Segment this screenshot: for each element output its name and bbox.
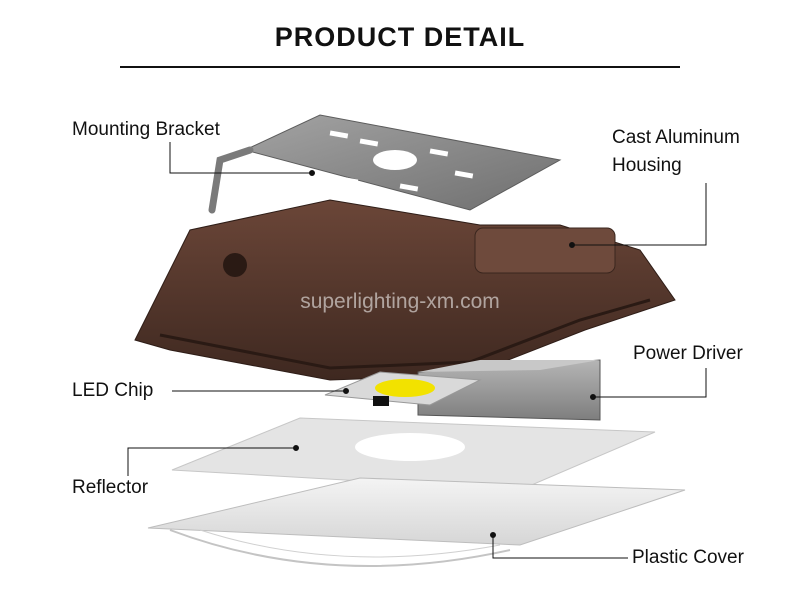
mounting-bracket-part	[208, 114, 562, 214]
leader-line-housing	[572, 183, 707, 246]
leader-dot-led-chip	[343, 388, 349, 394]
leader-dot-housing	[569, 242, 575, 248]
housing-part	[134, 199, 676, 381]
leader-dot-reflector	[293, 445, 299, 451]
leader-line-mounting-bracket	[169, 142, 312, 174]
label-power-driver: Power Driver	[633, 343, 743, 364]
reflector-part	[171, 417, 656, 491]
leader-dot-power-driver	[590, 394, 596, 400]
led-chip-part	[324, 371, 482, 406]
label-housing-line1: Cast Aluminum	[612, 127, 740, 148]
leader-dot-mounting-bracket	[309, 170, 315, 176]
label-plastic-cover: Plastic Cover	[632, 547, 744, 568]
watermark-text: superlighting-xm.com	[300, 290, 500, 313]
plastic-cover-part	[147, 477, 686, 567]
leader-line-power-driver	[593, 368, 707, 398]
label-housing-line2: Housing	[612, 155, 682, 176]
label-mounting-bracket: Mounting Bracket	[72, 119, 220, 140]
page-title: PRODUCT DETAIL	[274, 22, 526, 52]
title-underline	[120, 66, 680, 68]
leader-line-plastic-cover	[492, 535, 628, 559]
label-led-chip: LED Chip	[72, 380, 154, 401]
leader-dot-plastic-cover	[490, 532, 496, 538]
label-reflector: Reflector	[72, 477, 149, 498]
leader-line-reflector	[127, 447, 296, 476]
